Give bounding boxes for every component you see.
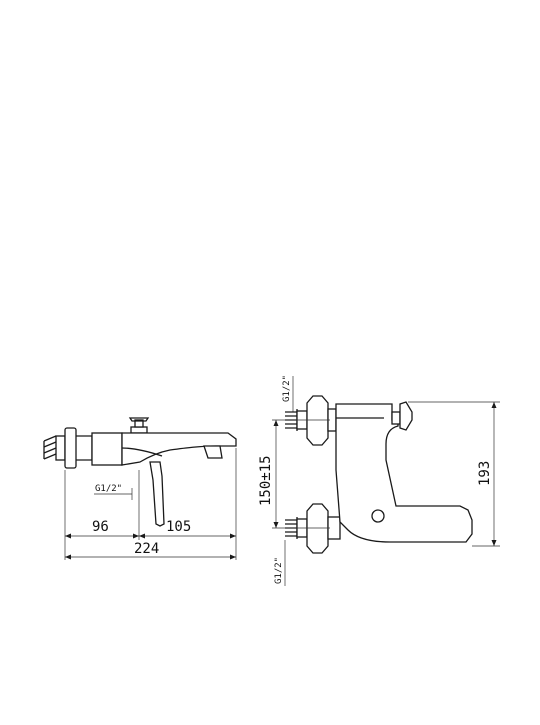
mixer-body-side	[335, 403, 473, 543]
side-view: G1/2" G1/2"	[258, 375, 500, 586]
cartridge-hole	[371, 509, 385, 523]
hose-connector	[43, 435, 66, 461]
mixer-body	[91, 432, 123, 466]
lever-handle	[149, 461, 165, 527]
thread-label-bottom: G1/2"	[274, 557, 284, 584]
dim-193: 193	[477, 461, 493, 486]
dim-105: 105	[166, 519, 191, 535]
thread-label-front: G1/2"	[95, 484, 122, 494]
diverter-knob-side	[391, 401, 413, 431]
dim-150: 150±15	[258, 455, 274, 506]
thread-label-top: G1/2"	[282, 375, 292, 402]
dim-224: 224	[134, 541, 159, 557]
diverter-knob	[128, 417, 150, 434]
front-view: G1/2" 96 105 224	[43, 417, 237, 560]
flange	[64, 427, 77, 469]
dim-96: 96	[92, 519, 109, 535]
spout-outlet	[203, 445, 223, 459]
connector-pipe	[76, 435, 93, 461]
bottom-inlet	[285, 503, 341, 554]
